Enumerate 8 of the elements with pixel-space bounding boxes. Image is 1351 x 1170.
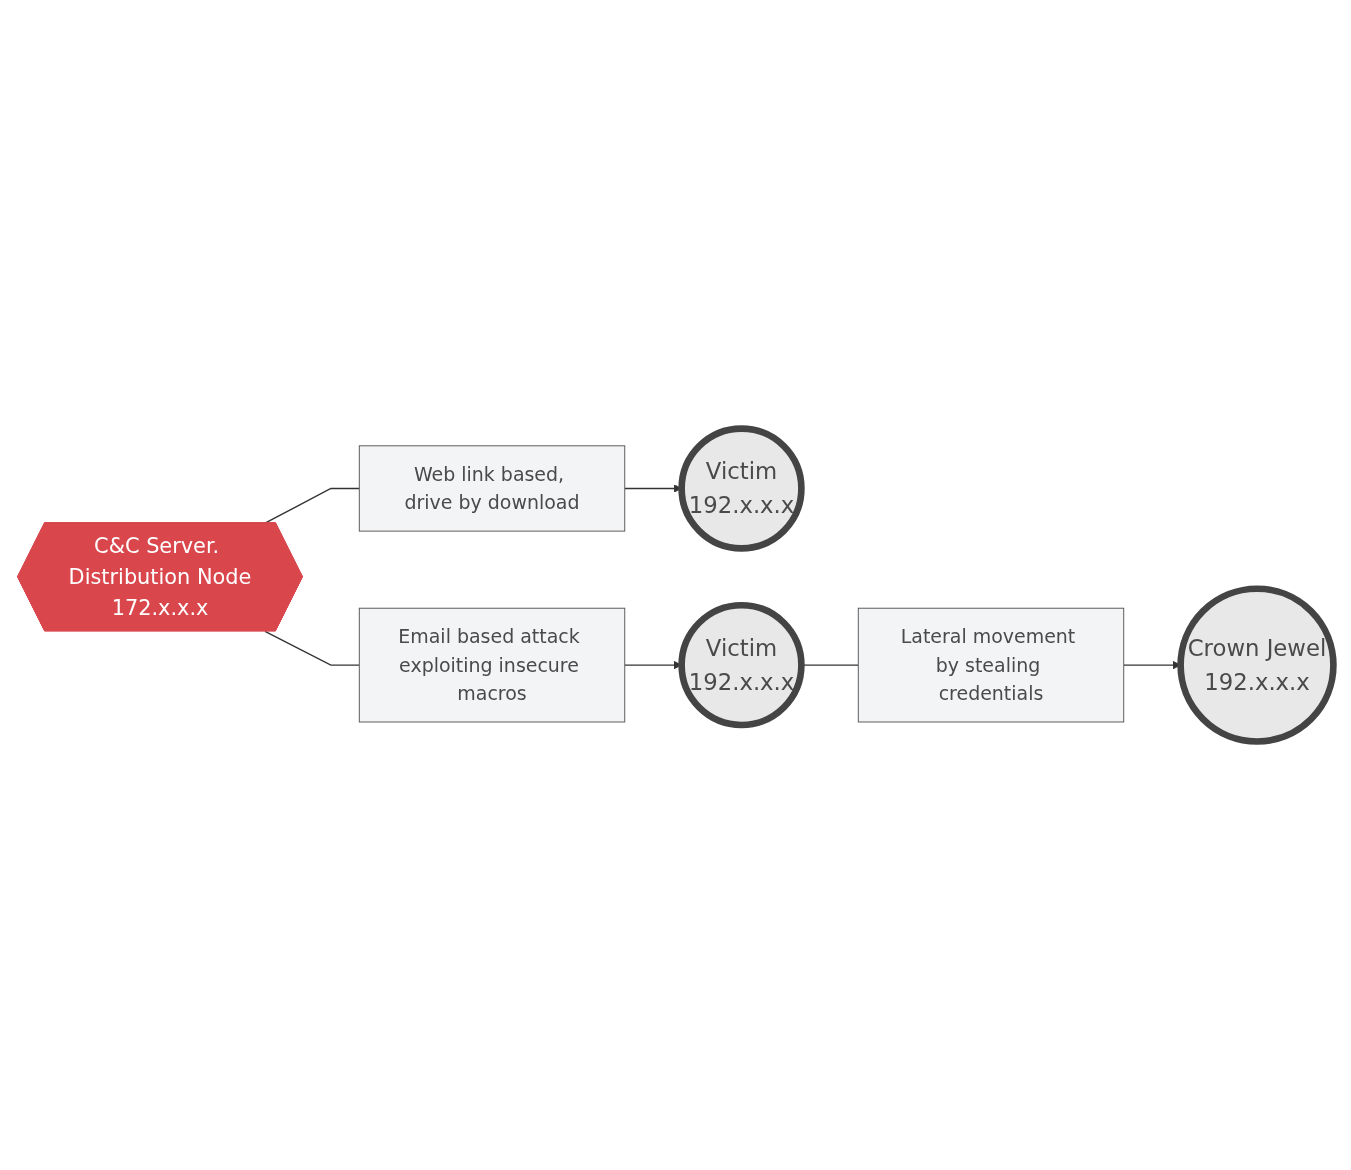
node-box: Email based attack exploiting insecure macros <box>358 607 626 723</box>
node-box: Lateral movement by stealing credentials <box>857 607 1125 723</box>
node-box: Web link based, drive by download <box>358 445 626 532</box>
connector <box>264 487 360 524</box>
node-circle: Victim 192.x.x.x <box>678 601 805 729</box>
connector <box>264 630 360 666</box>
node-circle: Victim 192.x.x.x <box>678 425 805 552</box>
node-circle: Crown Jewel 192.x.x.x <box>1177 585 1337 745</box>
